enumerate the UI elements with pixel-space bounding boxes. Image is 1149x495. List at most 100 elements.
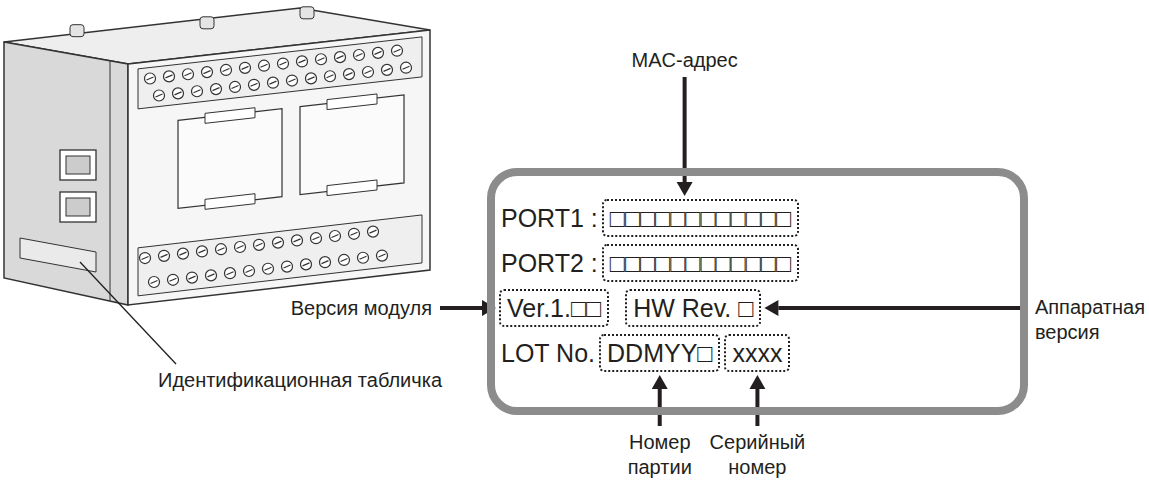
- terminal-screw: [240, 62, 251, 73]
- dotted-field-box: HW Rev. □: [625, 289, 761, 327]
- field-name: LOT No.: [501, 338, 595, 368]
- field-name: PORT2 :: [501, 248, 598, 278]
- terminal-screw-slot: [289, 79, 296, 82]
- terminal-screw-slot: [384, 68, 391, 71]
- plc-side-face: [4, 42, 128, 305]
- terminal-screw-slot: [218, 248, 225, 251]
- terminal-screw: [382, 64, 393, 75]
- terminal-screw: [368, 226, 379, 237]
- terminal-screw-slot: [318, 58, 325, 61]
- field-value: □□□□□□□□□□□□: [610, 248, 791, 278]
- terminal-screw-slot: [156, 94, 163, 97]
- terminal-screw: [154, 90, 165, 101]
- terminal-screw: [249, 79, 260, 90]
- dotted-field-box: xxxx: [724, 334, 790, 372]
- mac-arrow-head: [677, 182, 693, 196]
- terminal-screw-slot: [166, 75, 173, 78]
- cover-tab: [327, 94, 377, 110]
- terminal-screw: [292, 235, 303, 246]
- terminal-screw-slot: [303, 263, 310, 266]
- terminal-screw-slot: [365, 70, 372, 73]
- callout-label: Версия модуля: [291, 296, 432, 321]
- terminal-screw-slot: [379, 254, 386, 257]
- terminal-screw-slot: [275, 241, 282, 244]
- field-value: Ver.1.□□: [507, 293, 601, 323]
- terminal-screw-slot: [185, 73, 192, 76]
- terminal-screw-slot: [242, 66, 249, 69]
- din-clip: [300, 7, 314, 19]
- terminal-screw: [320, 257, 331, 268]
- terminal-screw: [273, 237, 284, 248]
- terminal-screw: [358, 252, 369, 263]
- terminal-screw: [339, 254, 350, 265]
- terminal-screw-slot: [189, 276, 196, 279]
- side-edge: [110, 61, 111, 301]
- terminal-screw: [306, 73, 317, 84]
- cover-tab: [205, 108, 255, 124]
- terminal-screw: [140, 253, 151, 264]
- nameplate: PORT1 : PORT2 : LOT No. □□□□□□□□□□□□ □□□□□□□…: [487, 168, 1028, 415]
- terminal-screw: [225, 268, 236, 279]
- terminal-screw: [244, 265, 255, 276]
- terminal-screw: [235, 242, 246, 253]
- terminal-screw: [344, 69, 355, 80]
- terminal-screw-slot: [356, 53, 363, 56]
- terminal-screw-slot: [256, 243, 263, 246]
- terminal-screw-slot: [147, 77, 154, 80]
- callout-label: Аппаратная версия: [1035, 295, 1145, 345]
- terminal-screw-slot: [251, 83, 258, 86]
- dotted-field-box: □□□□□□□□□□□□: [602, 199, 799, 237]
- field-name: PORT1 :: [501, 203, 598, 233]
- terminal-screw-slot: [351, 232, 358, 235]
- cover-tab: [327, 180, 377, 196]
- ethernet-port: [60, 150, 96, 180]
- terminal-screw-slot: [142, 257, 149, 260]
- callout-label: Серийный номер: [710, 430, 806, 480]
- ethernet-port-inner: [66, 198, 90, 216]
- terminal-screw: [263, 263, 274, 274]
- terminal-screw-slot: [261, 64, 268, 67]
- terminal-screw-slot: [375, 51, 382, 54]
- terminal-screw: [192, 86, 203, 97]
- terminal-screw: [377, 250, 388, 261]
- din-clip: [200, 17, 214, 29]
- terminal-screw: [187, 272, 198, 283]
- terminal-screw: [254, 239, 265, 250]
- terminal-screw: [145, 73, 156, 84]
- terminal-screw: [159, 250, 170, 261]
- dotted-field-box: Ver.1.□□: [499, 289, 609, 327]
- terminal-block: [138, 215, 422, 296]
- terminal-screw: [287, 75, 298, 86]
- terminal-screw-slot: [308, 77, 315, 80]
- terminal-screw: [373, 47, 384, 58]
- dotted-field-box: □□□□□□□□□□□□: [602, 244, 799, 282]
- terminal-screw-slot: [346, 73, 353, 76]
- terminal-screw-slot: [403, 66, 410, 69]
- terminal-screw-slot: [337, 56, 344, 59]
- version-arrow-shaft: [440, 306, 482, 310]
- terminal-screw-slot: [227, 272, 234, 275]
- terminal-screw-slot: [341, 258, 348, 261]
- terminal-screw: [168, 274, 179, 285]
- terminal-screw: [230, 81, 241, 92]
- front-cover: [300, 95, 404, 195]
- plc-illustration: [0, 0, 470, 340]
- terminal-screw-slot: [199, 250, 206, 253]
- terminal-screw: [282, 261, 293, 272]
- ethernet-port: [60, 192, 96, 222]
- terminal-screw-slot: [265, 267, 272, 270]
- terminal-screw-slot: [299, 60, 306, 63]
- terminal-screw: [401, 62, 412, 73]
- field-value: xxxx: [732, 338, 782, 368]
- front-cover: [178, 109, 282, 209]
- din-clip: [70, 25, 84, 37]
- terminal-screw-slot: [360, 256, 367, 259]
- terminal-screw-slot: [151, 280, 158, 283]
- terminal-screw-slot: [194, 90, 201, 93]
- serial-arrow-head: [749, 375, 765, 389]
- terminal-screw-slot: [213, 88, 220, 91]
- terminal-screw-slot: [294, 239, 301, 242]
- terminal-screw: [349, 228, 360, 239]
